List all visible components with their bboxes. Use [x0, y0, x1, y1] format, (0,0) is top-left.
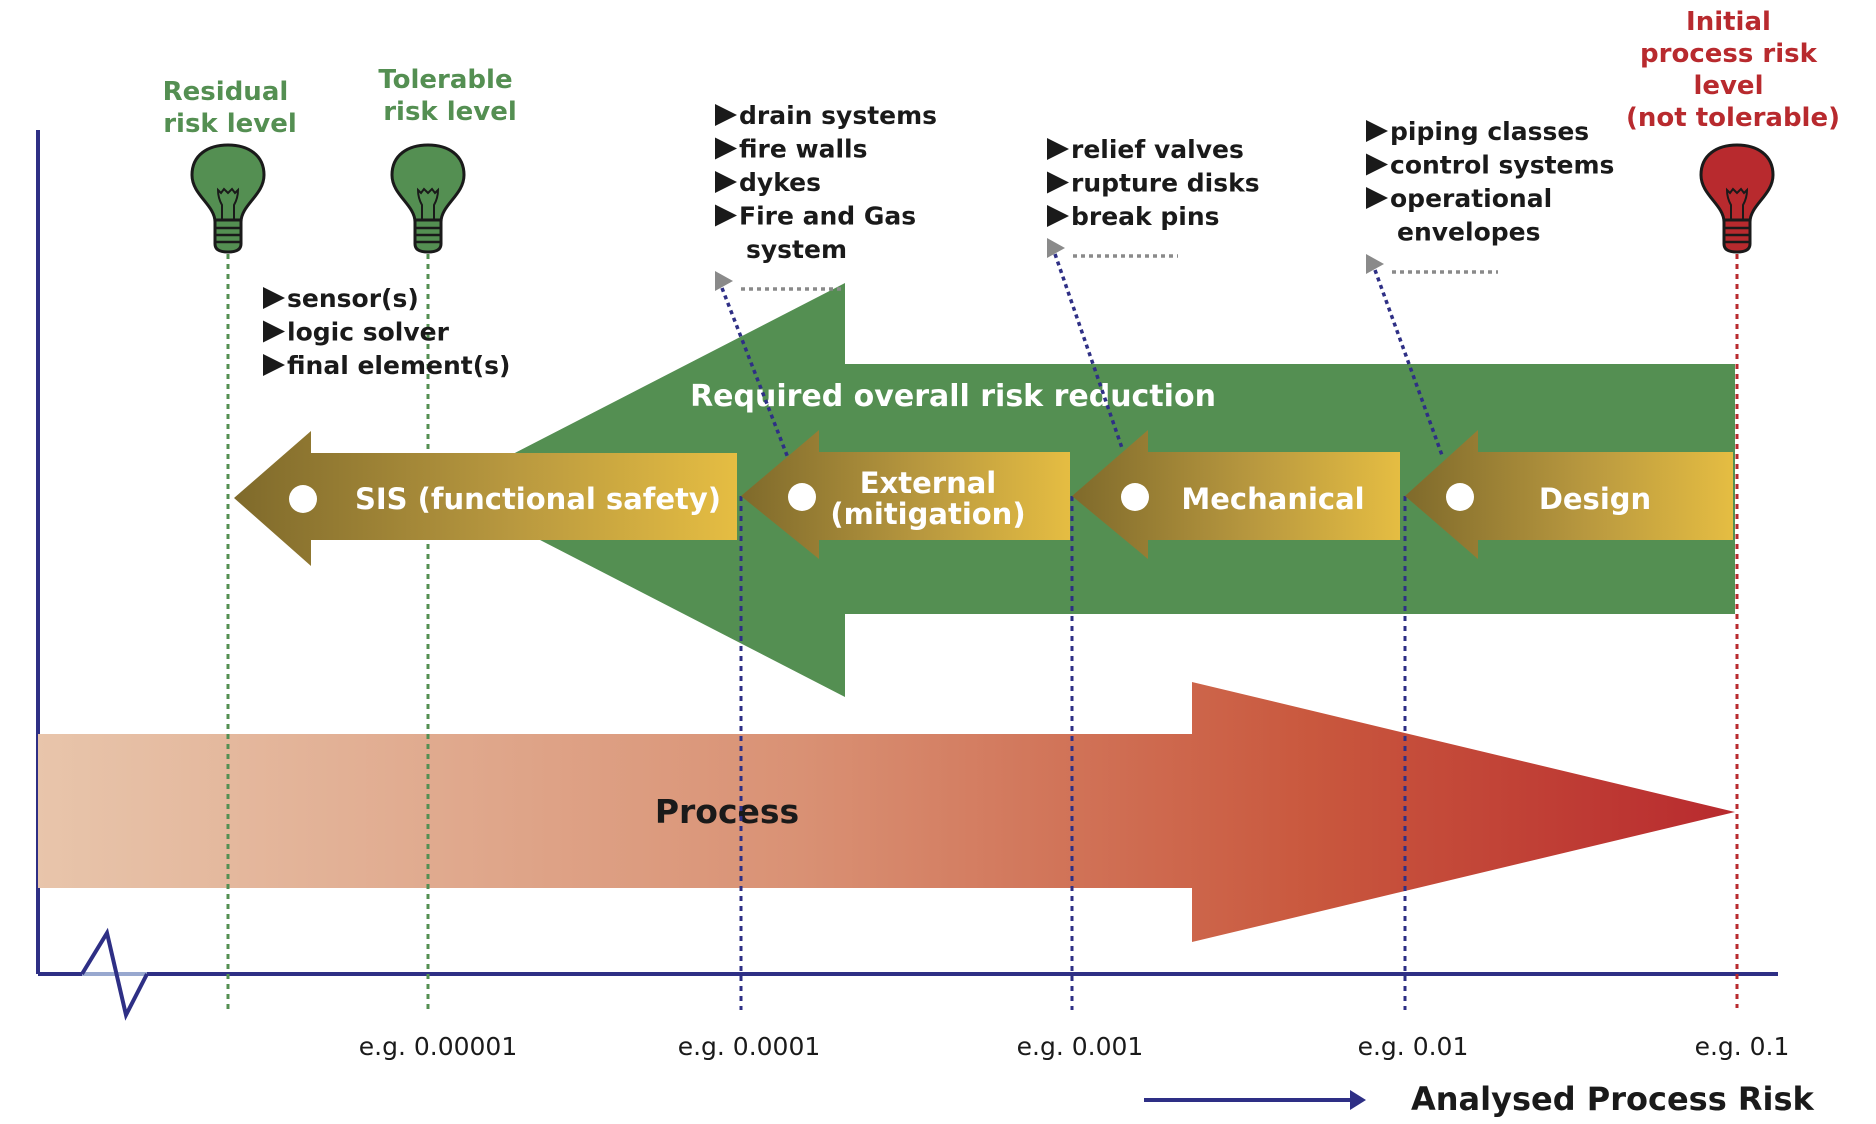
item-list-design: piping classes control systems operational…: [1366, 117, 1614, 274]
list-item: relief valves: [1071, 135, 1244, 164]
layer-arrow-external: External (mitigation): [741, 430, 1070, 559]
bullet-triangle-icon: [1047, 138, 1069, 160]
bullet-triangle-icon: [263, 287, 285, 309]
axis-title: Analysed Process Risk: [1411, 1080, 1815, 1118]
more-items-triangle-icon: [715, 271, 733, 291]
process-arrow: [38, 682, 1735, 942]
list-item: envelopes: [1397, 218, 1540, 247]
layer-arrow-sis: SIS (functional safety): [234, 431, 737, 566]
bullet-triangle-icon: [1366, 187, 1388, 209]
residual-risk-label: Residual risk level: [163, 77, 298, 139]
layer-label-external-1: External: [860, 466, 997, 500]
item-list-mechanical: relief valves rupture disks break pins: [1047, 135, 1260, 258]
layer-label-design: Design: [1539, 482, 1651, 516]
bullet-triangle-icon: [715, 104, 737, 126]
lightbulb-icon: [190, 143, 266, 254]
list-item: break pins: [1071, 202, 1220, 231]
layer-label-mechanical: Mechanical: [1181, 482, 1364, 516]
arrow-right-icon: [1144, 1090, 1366, 1110]
overall-risk-reduction-label: Required overall risk reduction: [690, 379, 1216, 414]
list-item: final element(s): [287, 351, 510, 380]
list-item: drain systems: [739, 101, 937, 130]
list-item: control systems: [1390, 151, 1614, 180]
item-list-sis: sensor(s) logic solver final element(s): [263, 284, 510, 380]
bullet-triangle-icon: [263, 354, 285, 376]
process-label: Process: [655, 792, 799, 831]
bullet-triangle-icon: [1366, 120, 1388, 142]
list-item: dykes: [739, 168, 821, 197]
layer-label-sis: SIS (functional safety): [355, 482, 721, 516]
list-item: fire walls: [739, 135, 868, 164]
bullet-triangle-icon: [1366, 153, 1388, 176]
tick-label: e.g. 0.01: [1358, 1032, 1469, 1061]
leader-lines: [720, 253, 1445, 459]
bullet-triangle-icon: [1047, 171, 1069, 194]
bullet-dot: [1446, 483, 1474, 511]
list-item: sensor(s): [287, 284, 419, 313]
bullet-dot: [1121, 483, 1149, 511]
lightbulb-icon: [1699, 143, 1775, 254]
bullet-dot: [289, 485, 317, 513]
bullet-dot: [788, 483, 816, 511]
lightbulb-icon: [390, 143, 466, 254]
tolerable-risk-label: Tolerable risk level: [378, 65, 521, 127]
list-item: system: [746, 235, 847, 264]
list-item: Fire and Gas: [739, 202, 916, 231]
x-axis: [38, 927, 1778, 1021]
list-item: operational: [1390, 184, 1552, 213]
bullet-triangle-icon: [715, 204, 737, 227]
bullet-triangle-icon: [263, 320, 285, 343]
tick-label: e.g. 0.00001: [359, 1032, 517, 1061]
layer-label-external-2: (mitigation): [830, 497, 1025, 531]
bullet-triangle-icon: [715, 171, 737, 193]
layer-arrow-design: Design: [1405, 430, 1733, 559]
list-item: rupture disks: [1071, 169, 1260, 198]
reference-lines: [226, 254, 1739, 1010]
initial-risk-label: Initial process risk level (not tolerabl…: [1626, 7, 1840, 133]
bullet-triangle-icon: [1047, 205, 1069, 227]
tick-label: e.g. 0.001: [1017, 1032, 1144, 1061]
tick-label: e.g. 0.0001: [678, 1032, 821, 1061]
more-items-triangle-icon: [1366, 254, 1384, 274]
more-items-triangle-icon: [1047, 238, 1065, 258]
list-item: logic solver: [287, 318, 450, 347]
axis-break-icon: [80, 927, 149, 1021]
list-item: piping classes: [1390, 117, 1589, 146]
layer-arrow-mechanical: Mechanical: [1072, 430, 1400, 559]
tick-label: e.g. 0.1: [1695, 1032, 1790, 1061]
bullet-triangle-icon: [715, 137, 737, 160]
